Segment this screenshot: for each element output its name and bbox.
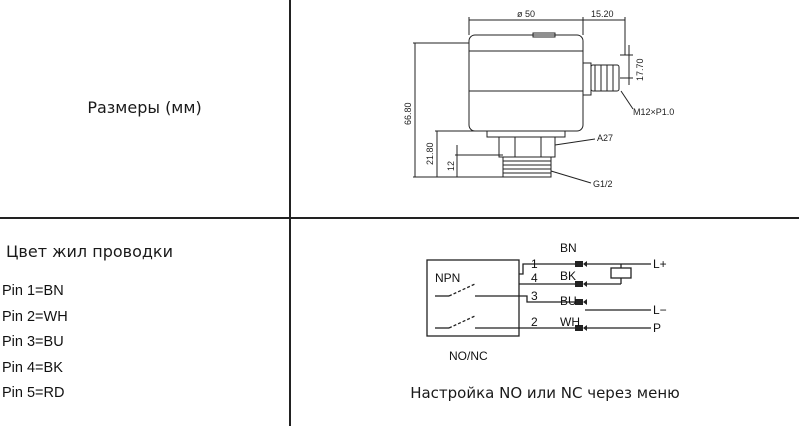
pin-item: Pin 4=BK bbox=[2, 359, 63, 376]
no-nc-label: NO/NC bbox=[449, 349, 488, 363]
pin-item: Pin 3=BU bbox=[2, 334, 64, 351]
bk-label: BK bbox=[560, 269, 576, 283]
wiring-title: Цвет жил проводки bbox=[6, 242, 173, 261]
connector-thread-label: M12×P1.0 bbox=[633, 107, 674, 117]
pin4-number: 4 bbox=[531, 271, 538, 285]
npn-label: NPN bbox=[435, 271, 460, 285]
table-horizontal-divider bbox=[0, 217, 799, 219]
bn-label: BN bbox=[560, 241, 577, 255]
wiring-caption: Настройка NO или NC через меню bbox=[410, 384, 680, 402]
p-label: P bbox=[653, 321, 661, 335]
pin3-number: 3 bbox=[531, 289, 538, 303]
dimension-drawing: ø 50 15.20 17.70 M12×P1.0 66.80 21.80 12… bbox=[403, 9, 674, 189]
l-minus-label: L− bbox=[653, 303, 667, 317]
pin1-number: 1 bbox=[531, 257, 538, 271]
pin-item: Pin 2=WH bbox=[2, 308, 68, 325]
lower-height-label: 21.80 bbox=[425, 142, 435, 165]
wiring-diagram: NPN NO/NC 1 4 3 2 BN BK BU WH L+ L− P bbox=[426, 241, 667, 363]
offset-label: 15.20 bbox=[591, 9, 614, 19]
wh-label: WH bbox=[560, 315, 580, 329]
table-vertical-divider bbox=[289, 0, 291, 426]
pin-list: Pin 1=BN Pin 2=WH Pin 3=BU Pin 4=BK Pin … bbox=[2, 279, 68, 407]
bu-label: BU bbox=[560, 294, 577, 308]
l-plus-label: L+ bbox=[653, 257, 667, 271]
pin-item: Pin 1=BN bbox=[2, 283, 64, 299]
thread-label: G1/2 bbox=[593, 179, 613, 189]
thread-length-label: 12 bbox=[446, 161, 456, 171]
connector-height-label: 17.70 bbox=[635, 58, 645, 81]
pin2-number: 2 bbox=[531, 315, 538, 329]
diameter-label: ø 50 bbox=[517, 9, 535, 19]
dimensions-label: Размеры (мм) bbox=[87, 98, 202, 117]
pin-item: Pin 5=RD bbox=[2, 385, 65, 402]
total-height-label: 66.80 bbox=[403, 102, 413, 125]
hex-label: A27 bbox=[597, 133, 613, 143]
